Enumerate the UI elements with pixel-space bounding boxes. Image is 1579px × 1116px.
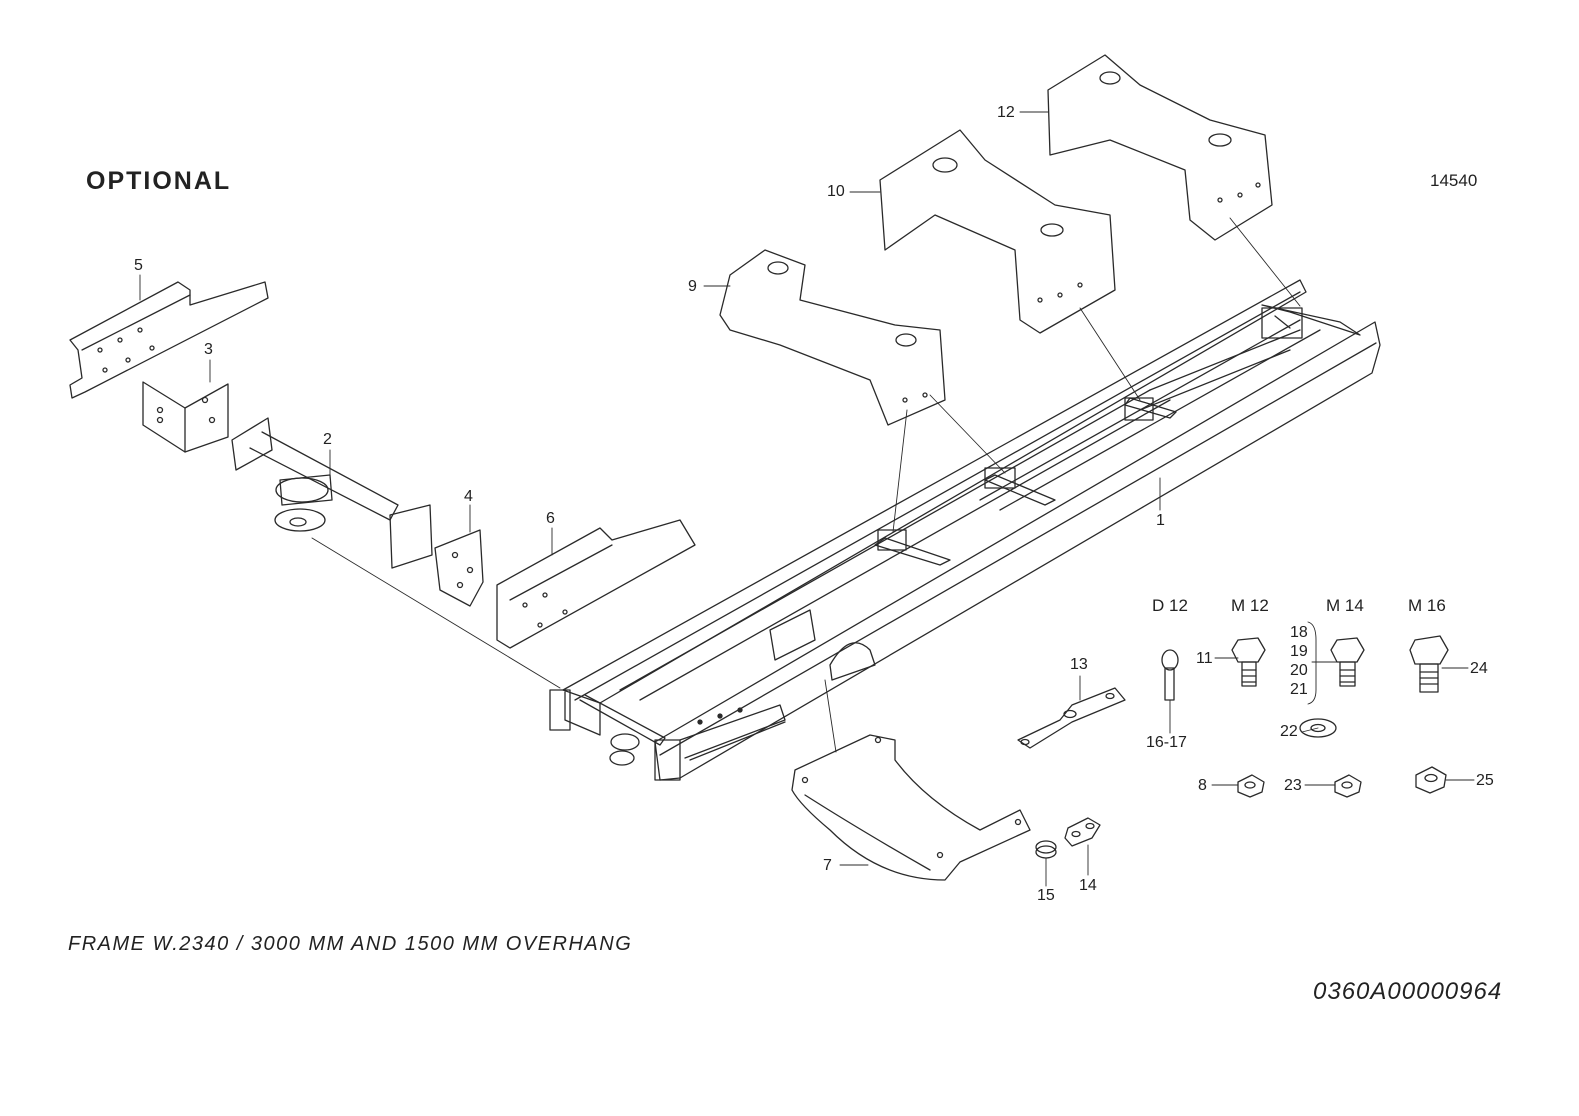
main-frame-part-1 — [549, 279, 1381, 781]
support-part-12 — [1047, 54, 1273, 241]
callout-24: 24 — [1470, 660, 1488, 677]
callout-5: 5 — [134, 257, 143, 274]
callout-2: 2 — [323, 431, 332, 448]
callout-14: 14 — [1079, 877, 1097, 894]
callout-3: 3 — [204, 341, 213, 358]
pin-d12-part-16-17 — [1161, 649, 1179, 701]
bolt-m14-part-18-21 — [1330, 637, 1365, 687]
callout-23: 23 — [1284, 777, 1302, 794]
callout-21: 21 — [1290, 681, 1308, 698]
support-part-10 — [879, 129, 1116, 334]
diagram-caption: FRAME W.2340 / 3000 MM AND 1500 MM OVERH… — [68, 933, 633, 955]
callout-15: 15 — [1037, 887, 1055, 904]
callout-22: 22 — [1280, 723, 1298, 740]
callout-1: 1 — [1156, 512, 1165, 529]
cradle-part-7 — [791, 734, 1031, 881]
callout-12: 12 — [997, 104, 1015, 121]
bolt-m16-part-24 — [1409, 635, 1449, 693]
plate-part-13 — [1017, 687, 1126, 749]
part-number: 0360A00000964 — [1313, 978, 1503, 1005]
callout-20: 20 — [1290, 662, 1308, 679]
channel-part-5 — [69, 281, 269, 399]
channel-part-6 — [496, 519, 696, 649]
drawing-id: 14540 — [1430, 171, 1478, 190]
callout-18: 18 — [1290, 624, 1308, 641]
callout-13: 13 — [1070, 656, 1088, 673]
callout-10: 10 — [827, 183, 845, 200]
callout-7: 7 — [823, 857, 832, 874]
nut-part-8 — [1237, 774, 1265, 798]
callout-9: 9 — [688, 278, 697, 295]
link-part-14 — [1064, 817, 1101, 847]
callout-6: 6 — [546, 510, 555, 527]
callout-4: 4 — [464, 488, 473, 505]
washer-part-22 — [1299, 718, 1337, 738]
optional-label: OPTIONAL — [86, 167, 232, 195]
header-d12: D 12 — [1152, 596, 1188, 615]
callout-8: 8 — [1198, 777, 1207, 794]
callout-11: 11 — [1196, 650, 1213, 667]
nut-part-25 — [1415, 766, 1447, 794]
bolt-m12-part-11 — [1231, 637, 1266, 687]
washer-part-15 — [1035, 840, 1057, 859]
nut-part-23 — [1334, 774, 1362, 798]
callout-25: 25 — [1476, 772, 1494, 789]
header-m14: M 14 — [1326, 596, 1364, 615]
bracket-part-4 — [434, 529, 484, 607]
callout-16-17: 16-17 — [1146, 734, 1187, 751]
header-m12: M 12 — [1231, 596, 1269, 615]
callout-19: 19 — [1290, 643, 1308, 660]
bracket-part-3 — [142, 381, 229, 453]
header-m16: M 16 — [1408, 596, 1446, 615]
rear-tube-part-2 — [231, 417, 433, 569]
support-part-9 — [719, 249, 946, 426]
leader-lines — [139, 111, 1475, 887]
